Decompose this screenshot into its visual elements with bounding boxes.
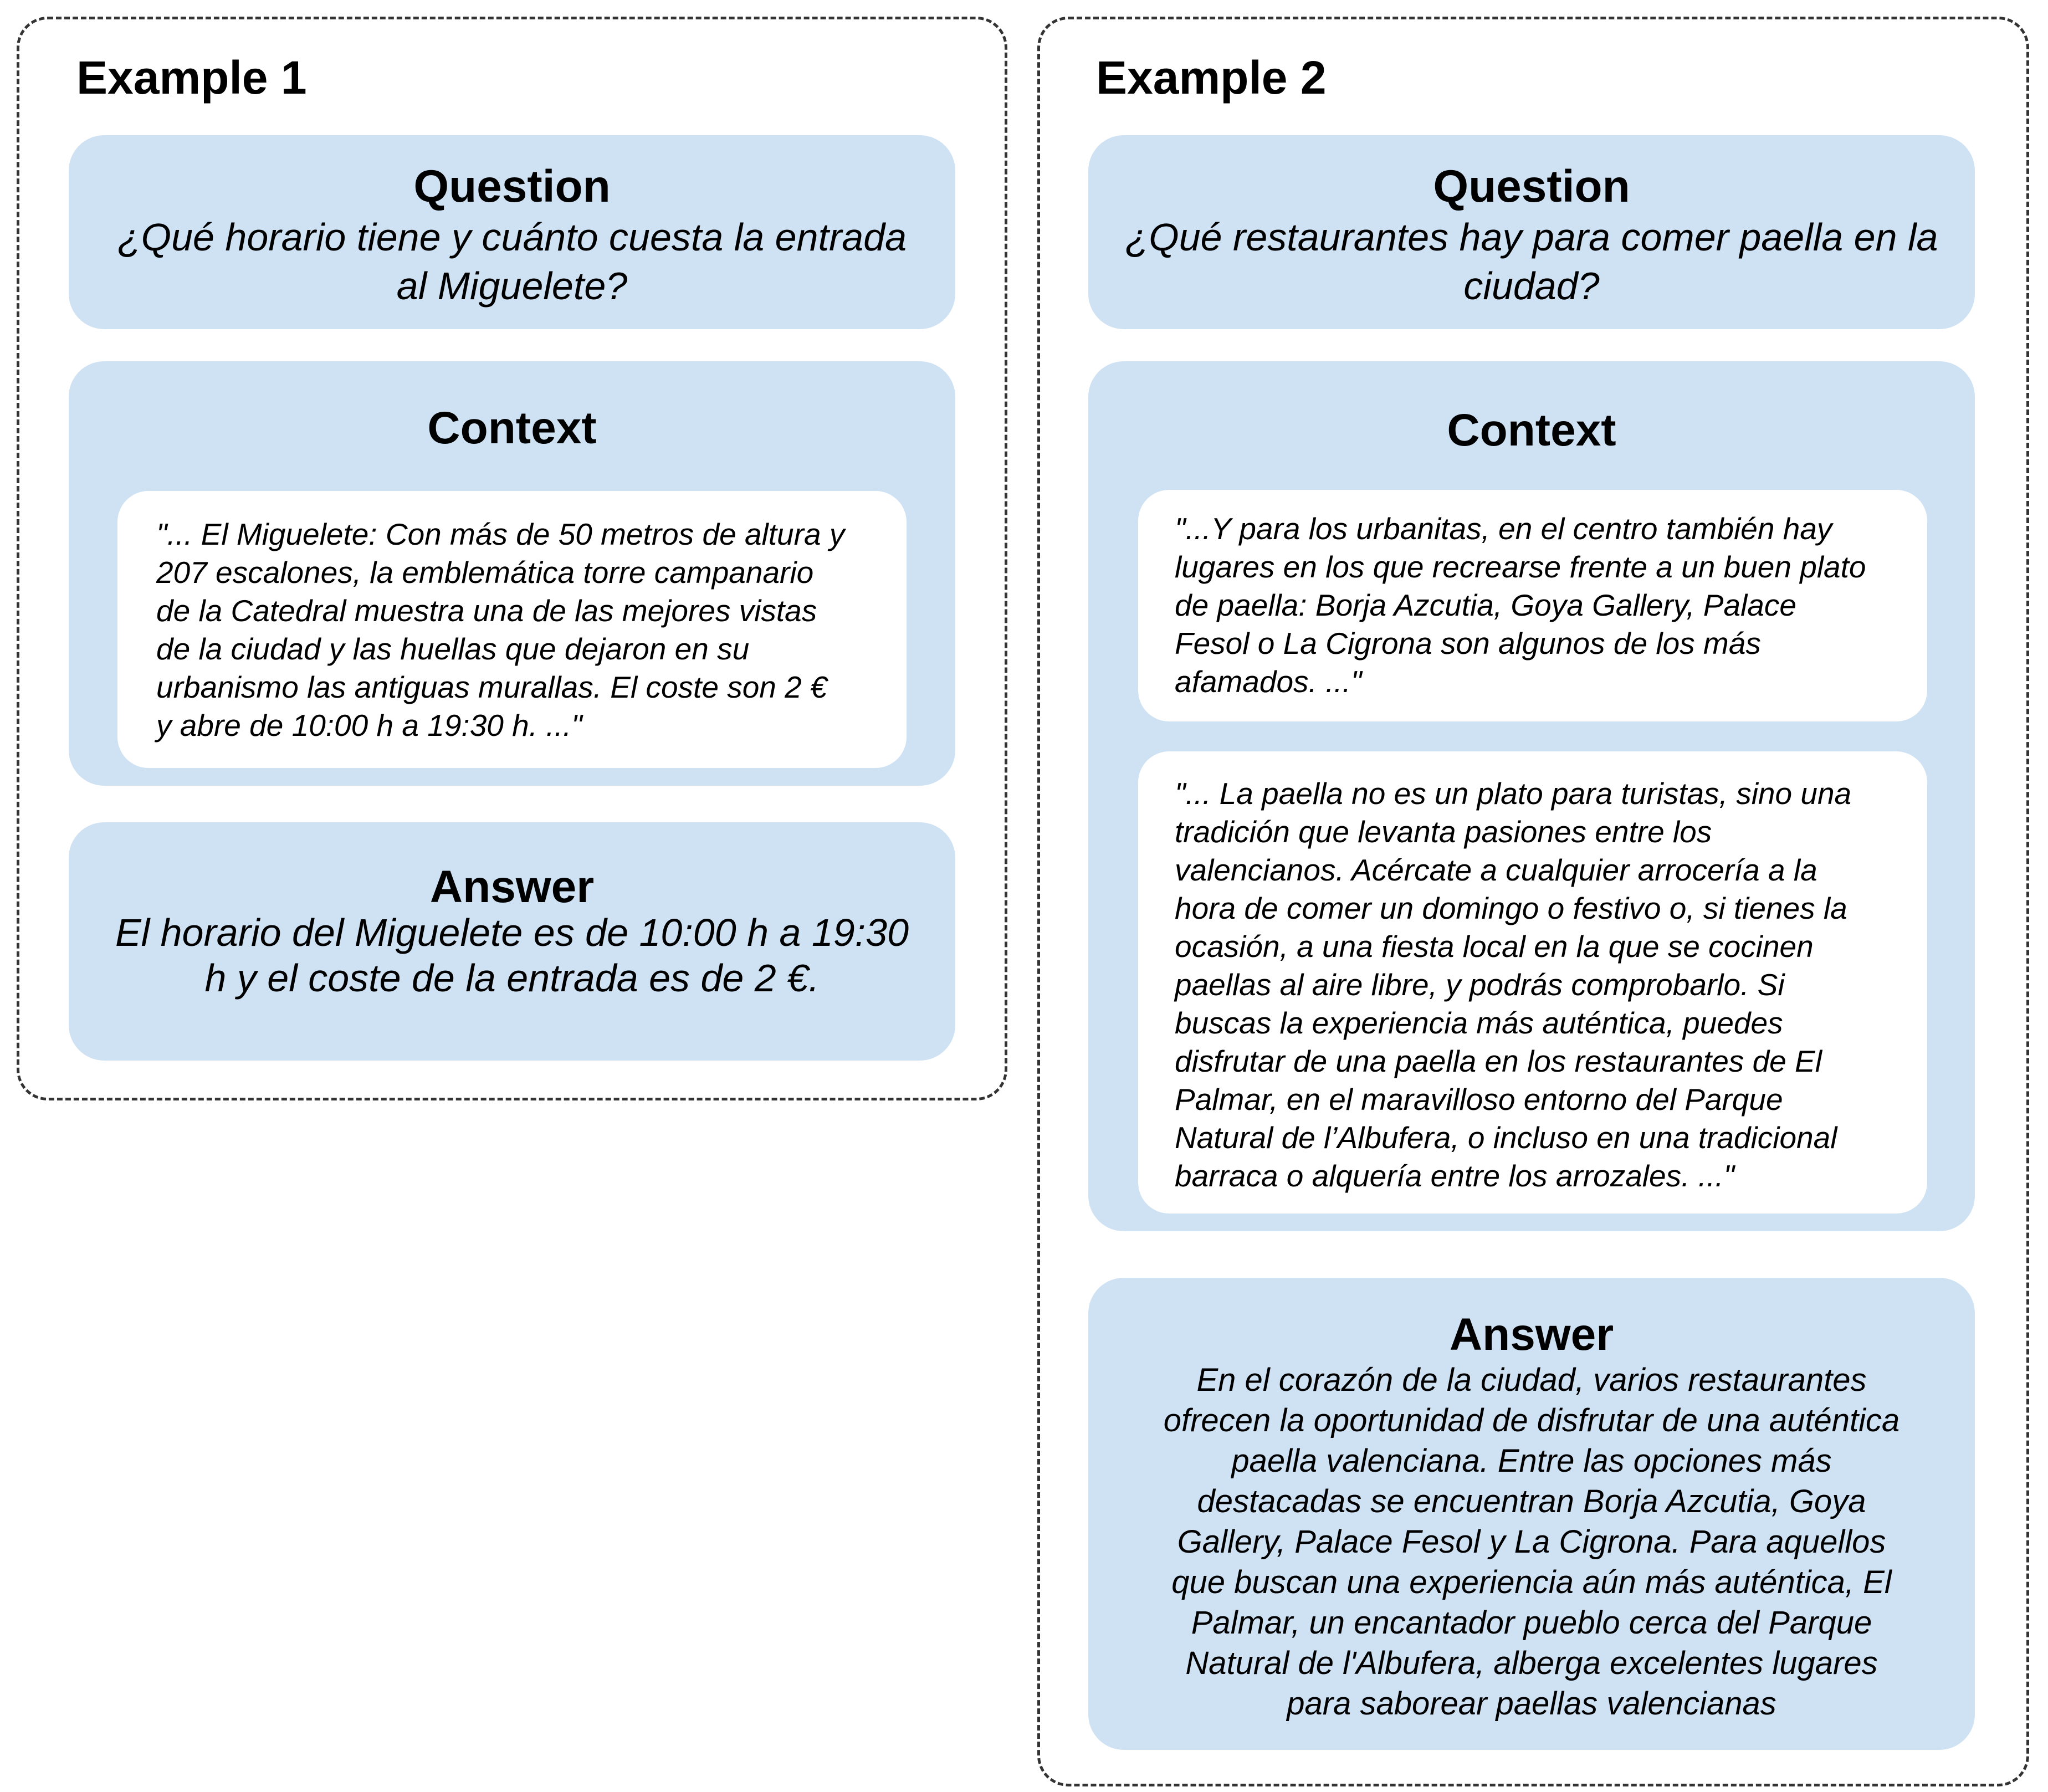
example-2-answer-text: En el corazón de la ciudad, varios resta… <box>1163 1362 1900 1722</box>
example-2-question-text: ¿Qué restaurantes hay para comer paella … <box>1125 216 1938 308</box>
example-2-answer-title: Answer <box>1449 1309 1614 1360</box>
example-1-answer-box: Answer El horario del Miguelete es de 10… <box>69 822 955 1061</box>
example-1-question-box: Question ¿Qué horario tiene y cuánto cue… <box>69 135 955 329</box>
example-1-answer-title: Answer <box>429 862 595 912</box>
example-1-title: Example 1 <box>76 52 307 104</box>
example-2-title: Example 2 <box>1096 52 1327 104</box>
example-1-context-passage: "... El Miguelete: Con más de 50 metros … <box>117 491 907 768</box>
example-2-context-title: Context <box>1447 405 1616 455</box>
example-2-context-passage-1: "...Y para los urbanitas, en el centro t… <box>1138 490 1927 721</box>
example-2-answer-box: Answer En el corazón de la ciudad, vario… <box>1088 1278 1975 1750</box>
example-2-context-passage-2: "... La paella no es un plato para turis… <box>1138 751 1927 1214</box>
example-2-question-box: Question ¿Qué restaurantes hay para come… <box>1088 135 1975 329</box>
example-1-context-box: Context "... El Miguelete: Con más de 50… <box>69 361 955 786</box>
example-1-question-title: Question <box>413 161 611 212</box>
example-2-frame <box>1037 17 2029 1786</box>
example-1-frame <box>17 17 1007 1100</box>
example-1-context-title: Context <box>427 403 597 453</box>
example-2-question-title: Question <box>1433 161 1630 212</box>
example-1-answer-text: El horario del Miguelete es de 10:00 h a… <box>115 911 909 1000</box>
example-1-question-text: ¿Qué horario tiene y cuánto cuesta la en… <box>117 216 907 308</box>
example-2-context-box: Context "...Y para los urbanitas, en el … <box>1088 361 1975 1231</box>
